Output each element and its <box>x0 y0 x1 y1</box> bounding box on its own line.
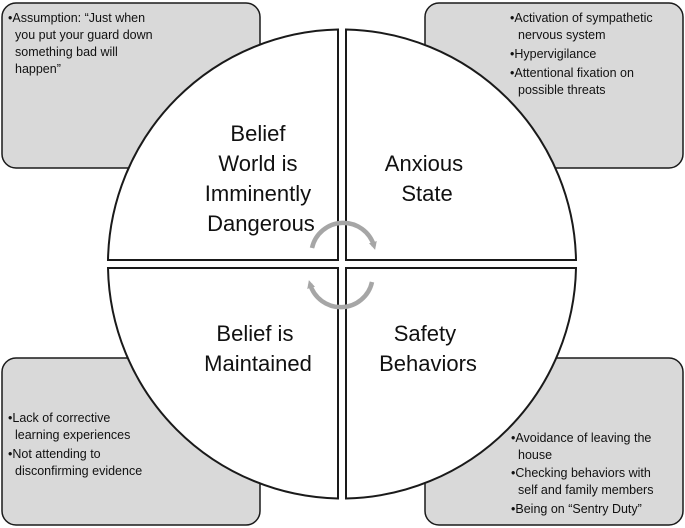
quadrant-top-left-label: Belief World is Imminently Dangerous <box>205 121 317 236</box>
box-top-left-text: •Assumption: “Just when you put your gua… <box>8 11 156 76</box>
quadrant-bottom-left-label: Belief is Maintained <box>204 321 312 376</box>
quadrant-top-right-label: Anxious State <box>385 151 469 206</box>
quadrant-top-right <box>345 28 578 261</box>
quadrant-bottom-right-label: Safety Behaviors <box>379 321 477 376</box>
cycle-arrows-icon <box>307 220 377 310</box>
box-bottom-left-text: •Lack of corrective learning experiences… <box>8 411 142 478</box>
quadrant-top-left <box>106 28 339 261</box>
box-bottom-right-text: •Avoidance of leaving the house •Checkin… <box>511 431 657 516</box>
quadrant-bottom-right <box>345 267 578 500</box>
box-top-right-text: •Activation of sympathetic nervous syste… <box>510 11 656 97</box>
quadrant-bottom-left <box>106 267 339 500</box>
